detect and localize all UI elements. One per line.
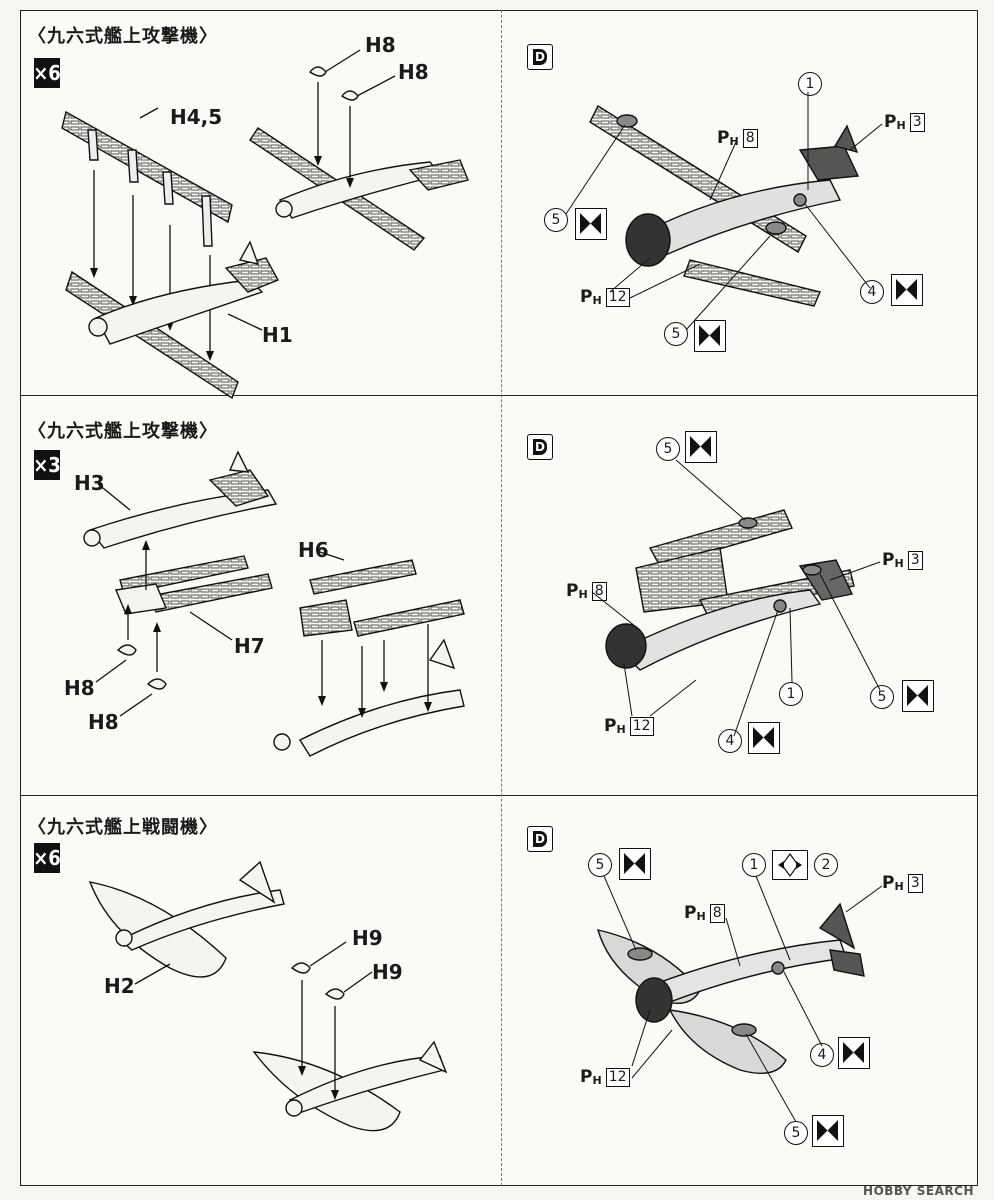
panel-title: 〈九六式艦上攻撃機〉 <box>28 421 218 442</box>
panel-title: 〈九六式艦上攻撃機〉 <box>28 26 218 47</box>
decal-icon <box>685 431 717 463</box>
paint-number: 5 <box>544 208 568 232</box>
part-label: H9 <box>352 926 383 950</box>
decal-icon <box>812 1115 844 1147</box>
part-label: H8 <box>398 60 429 84</box>
column-divider <box>501 10 502 1186</box>
upper-wing-drawing <box>61 110 233 247</box>
decal-icon <box>891 274 923 306</box>
paint-number: 1 <box>798 72 822 96</box>
fuselage-drawing <box>65 240 279 400</box>
part-label: H8 <box>64 676 95 700</box>
part-label: H8 <box>365 33 396 57</box>
quantity-badge: ×6 <box>33 58 61 88</box>
decal-icon <box>694 320 726 352</box>
part-label: H9 <box>372 960 403 984</box>
paint-number: 5 <box>870 685 894 709</box>
quantity-badge: ×6 <box>33 843 61 873</box>
h6-drawing <box>273 559 465 757</box>
paint-number: 5 <box>656 437 680 461</box>
part-label: H7 <box>234 634 265 658</box>
paint-number: 5 <box>588 853 612 877</box>
painted-biplane <box>589 104 860 307</box>
decal-icon <box>902 680 934 712</box>
decal-icon <box>619 848 651 880</box>
paint-number: 1 <box>779 682 803 706</box>
paint-number: 4 <box>810 1043 834 1067</box>
paint-number: 5 <box>664 322 688 346</box>
fighter-drawing <box>88 860 448 1132</box>
plane-h8-drawing <box>249 66 469 251</box>
quantity-badge: ×3 <box>33 450 61 480</box>
paint-number: 4 <box>718 729 742 753</box>
decal-icon <box>838 1037 870 1069</box>
row-divider <box>20 395 978 396</box>
step-d-icon: D <box>527 44 553 70</box>
decal-icon <box>748 722 780 754</box>
step-d-icon: D <box>527 434 553 460</box>
watermark: HOBBY SEARCH <box>863 1184 974 1198</box>
panel-title: 〈九六式艦上戦闘機〉 <box>28 817 218 838</box>
row-divider <box>20 795 978 796</box>
step-d-icon: D <box>527 826 553 852</box>
h3-h7-drawing <box>83 450 278 690</box>
part-label: H6 <box>298 538 329 562</box>
paint-number: 4 <box>860 280 884 304</box>
paint-number: 2 <box>814 853 838 877</box>
part-label: H2 <box>104 974 135 998</box>
part-label: H3 <box>74 471 105 495</box>
painted-biplane-2 <box>605 509 855 671</box>
part-label: H1 <box>262 323 293 347</box>
painted-fighter <box>597 902 865 1074</box>
part-label: H4,5 <box>170 105 223 129</box>
paint-number: 1 <box>742 853 766 877</box>
part-label: H8 <box>88 710 119 734</box>
decal-icon <box>575 208 607 240</box>
mix-icon <box>772 850 808 880</box>
